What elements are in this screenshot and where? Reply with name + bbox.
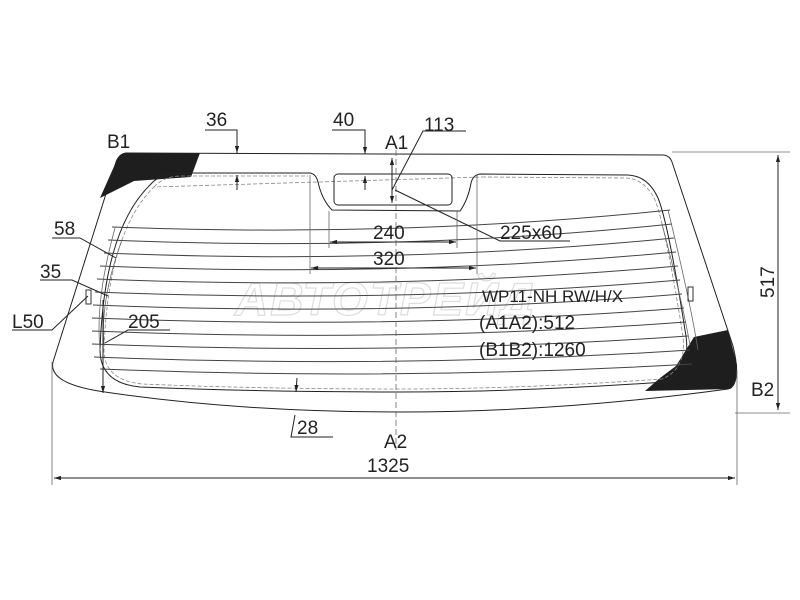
dim-240: 240 xyxy=(373,223,405,244)
point-b2: B2 xyxy=(751,380,774,401)
dim-1325: 1325 xyxy=(367,456,409,477)
watermark: АВТОТРЕЙД xyxy=(234,273,536,325)
heater-grid xyxy=(91,209,699,375)
dim-28: 28 xyxy=(297,418,318,439)
glass-outline xyxy=(52,152,738,413)
point-a1: A1 xyxy=(385,133,408,154)
part-b1b2: (B1B2):1260 xyxy=(479,340,586,361)
connector-right xyxy=(687,286,694,302)
dim-58: 58 xyxy=(54,219,75,240)
black-print-top-left xyxy=(100,153,200,198)
heating-area xyxy=(99,172,688,393)
dim-517: 517 xyxy=(758,266,779,298)
part-code: WP11-NH RW/H/X xyxy=(482,287,623,306)
dim-225x60: 225x60 xyxy=(500,223,562,244)
dim-36: 36 xyxy=(206,110,227,131)
black-print-bottom-right xyxy=(645,330,738,391)
dim-35: 35 xyxy=(40,262,61,283)
point-a2: A2 xyxy=(384,432,407,453)
dim-l50: L50 xyxy=(12,312,44,333)
heating-area-dashed xyxy=(103,175,684,390)
dimension-lines xyxy=(12,129,790,485)
dim-320: 320 xyxy=(373,249,405,270)
dim-113: 113 xyxy=(424,115,454,136)
point-b1: B1 xyxy=(107,132,130,153)
part-a1a2: (A1A2):512 xyxy=(479,313,575,334)
dim-205: 205 xyxy=(128,312,160,333)
connector-left xyxy=(85,289,92,305)
dim-40: 40 xyxy=(333,110,354,131)
